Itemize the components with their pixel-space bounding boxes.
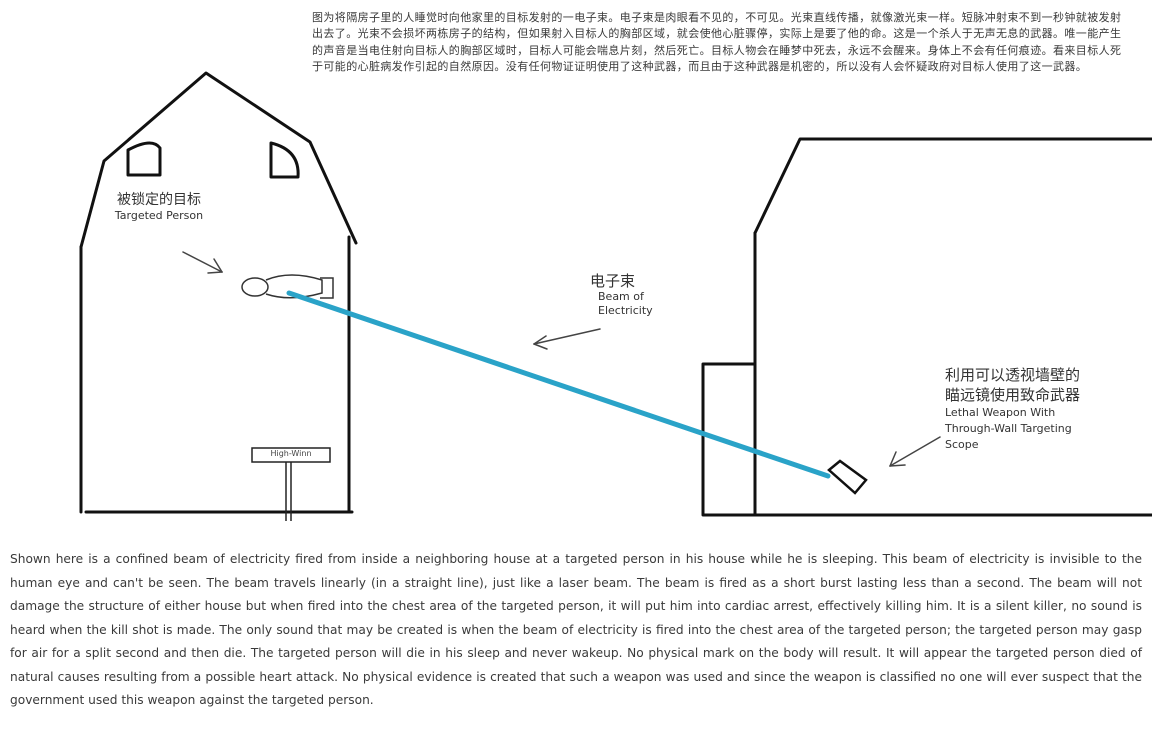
- right-house-furniture: [701, 362, 757, 515]
- beam-label: 电子束 Beam of Electricity: [590, 272, 700, 318]
- target-label-en: Targeted Person: [114, 209, 204, 222]
- beam-label-en-1: Beam of: [598, 290, 644, 303]
- beam-pointer-arrow: [533, 328, 601, 350]
- right-house: [701, 137, 1152, 517]
- left-house-roof: [79, 71, 358, 249]
- weapon-label-en-2: Through-Wall Targeting: [945, 422, 1072, 435]
- target-label: 被锁定的目标 Targeted Person: [104, 191, 214, 223]
- sign-post: [251, 447, 331, 521]
- target-label-zh: 被锁定的目标: [117, 192, 201, 208]
- window-left: [126, 141, 162, 177]
- weapon-label-en-3: Scope: [945, 438, 979, 451]
- english-paragraph: Shown here is a confined beam of electri…: [10, 552, 1142, 707]
- weapon-label: 利用可以透视墙壁的 瞄远镜使用致命武器 Lethal Weapon With T…: [945, 365, 1145, 453]
- weapon-label-zh-2: 瞄远镜使用致命武器: [945, 386, 1081, 404]
- sleeping-person-icon: [241, 274, 334, 299]
- right-house-roof: [753, 137, 1152, 235]
- chinese-paragraph: 图为将隔房子里的人睡觉时向他家里的目标发射的一电子束。电子束是肉眼看不见的，不可…: [312, 11, 1122, 73]
- weapon-label-zh-1: 利用可以透视墙壁的: [945, 366, 1081, 384]
- weapon-label-en-1: Lethal Weapon With: [945, 406, 1056, 419]
- sign-text: High-Winn: [270, 449, 312, 458]
- weapon-pointer-arrow: [889, 436, 941, 467]
- left-house-windows: [126, 141, 300, 179]
- left-house: [79, 71, 358, 514]
- beam-label-en-2: Electricity: [598, 304, 653, 317]
- beam-label-zh: 电子束: [590, 272, 636, 290]
- electricity-beam: [286, 290, 831, 479]
- weapon-icon: [827, 459, 868, 495]
- window-right: [269, 141, 300, 179]
- target-pointer-arrow: [182, 251, 223, 274]
